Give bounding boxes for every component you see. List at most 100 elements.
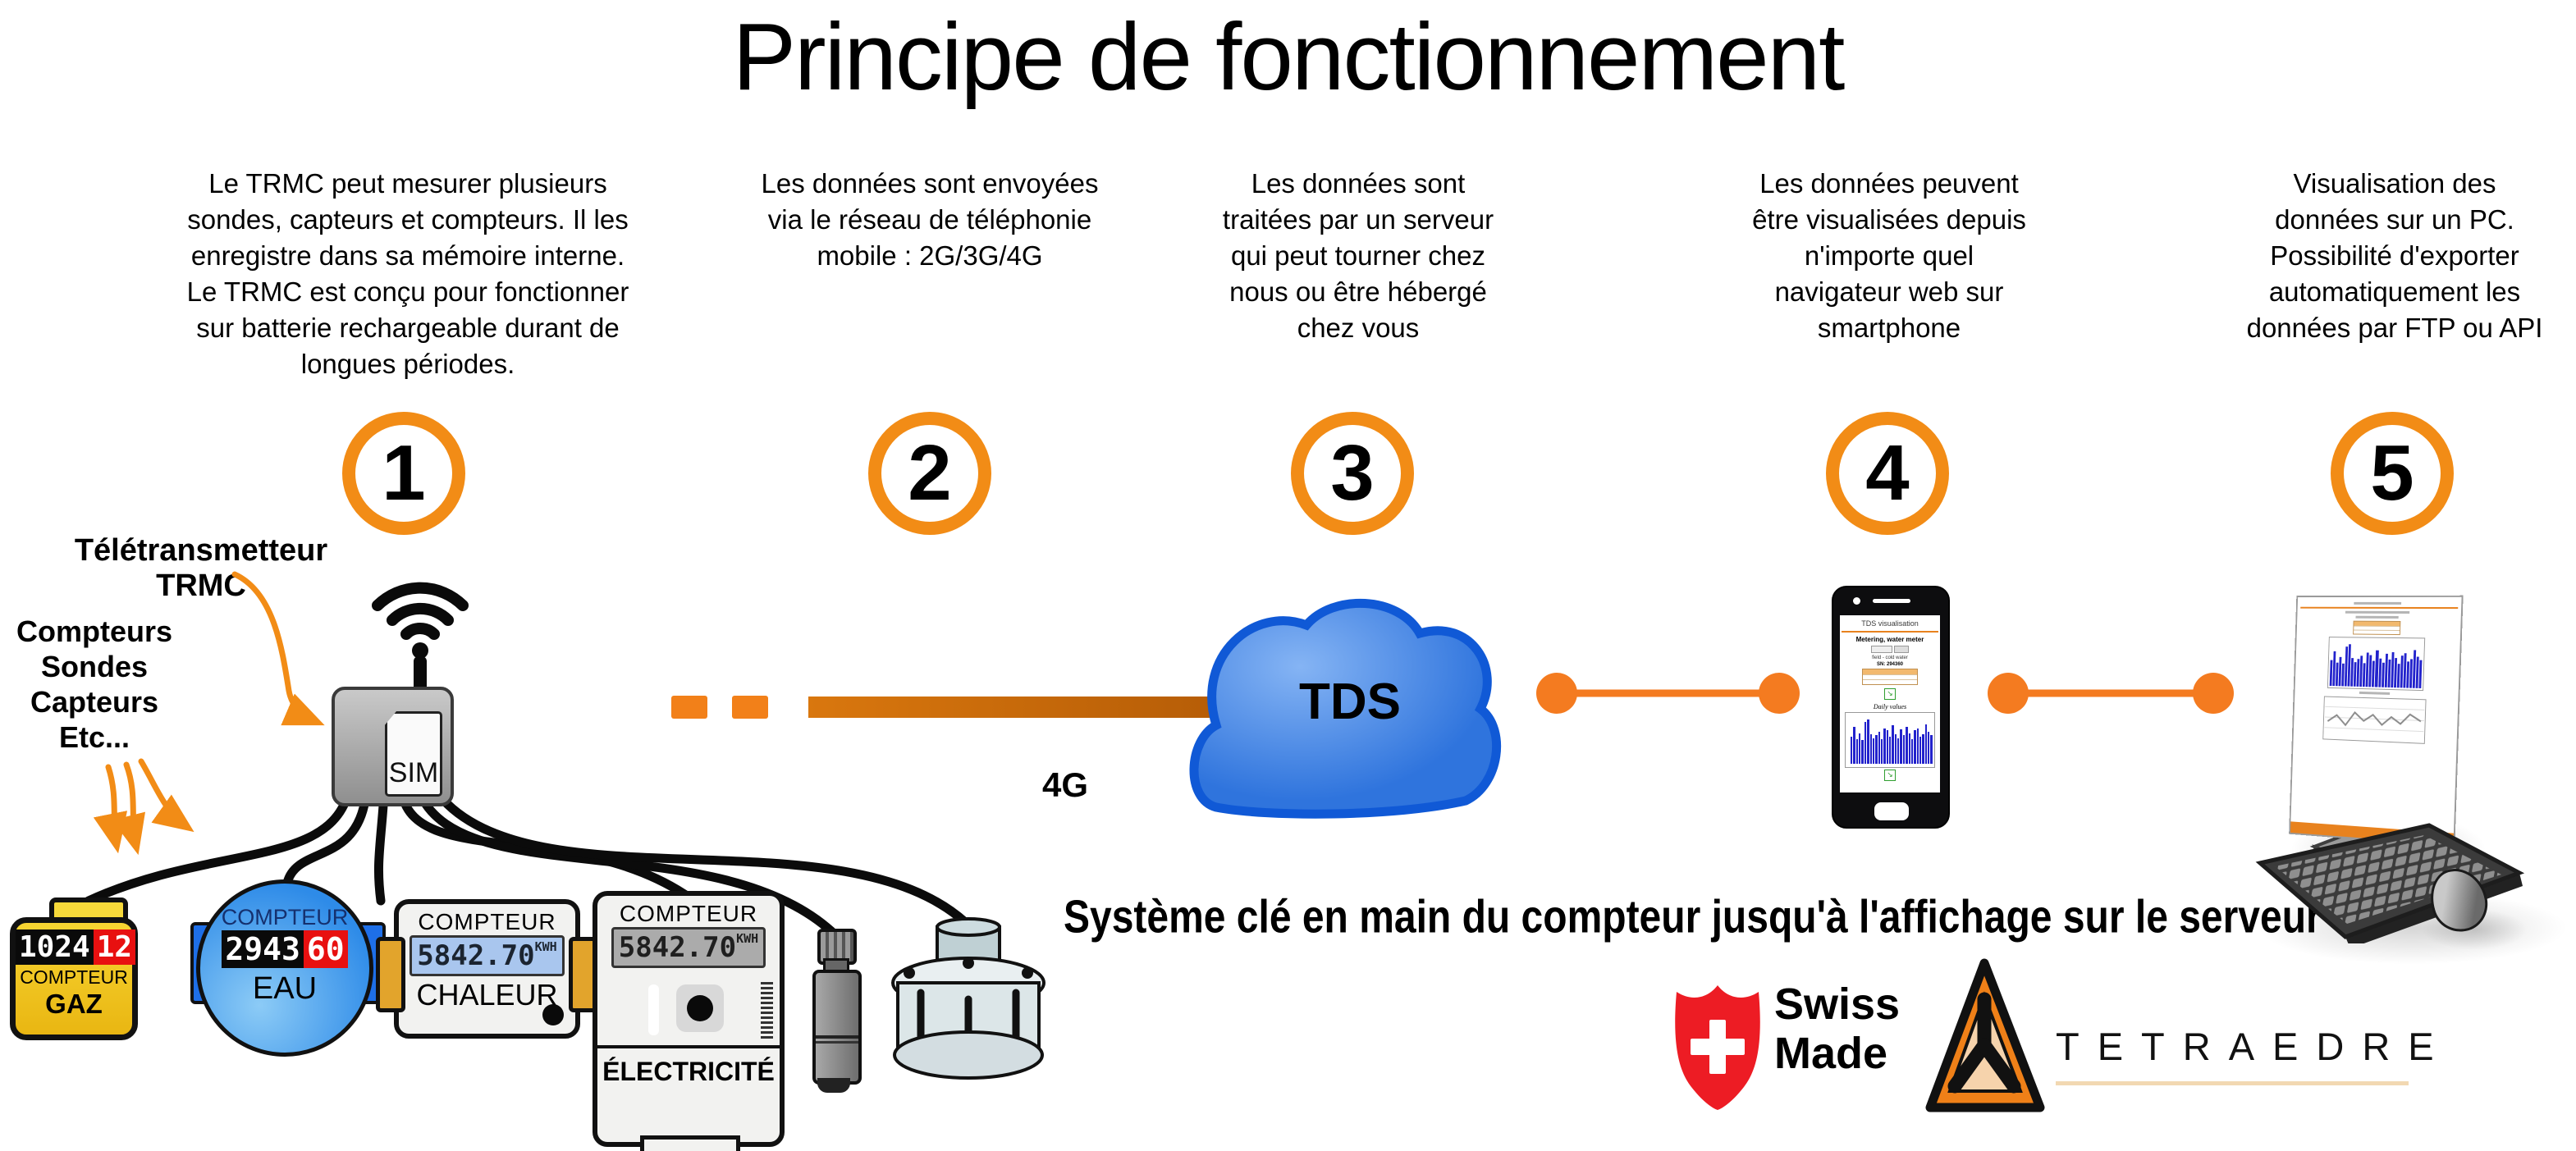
chart-bar — [1869, 734, 1872, 764]
phone-header-rule — [1842, 631, 1938, 633]
chart-bar — [1867, 719, 1869, 764]
chart-bar — [1916, 728, 1919, 764]
heat-meter-button — [542, 1004, 564, 1025]
electricity-meter-lcd: 5842.70KWH — [611, 927, 766, 968]
phone-info-line: field - cold water — [1872, 655, 1908, 660]
csv-export-icon[interactable]: ↘ — [1884, 770, 1896, 781]
sources-arrow-2 — [112, 761, 146, 856]
cloud-label: TDS — [1299, 674, 1401, 730]
page-title: Principe de fonctionnement — [732, 3, 1846, 110]
pc-bar-chart — [2327, 637, 2426, 692]
phone-app-title: TDS visualisation — [1861, 619, 1919, 628]
heat-meter: COMPTEUR 5842.70KWH CHALEUR — [376, 899, 598, 1039]
sim-card: SIM — [385, 711, 442, 797]
cloud-icon — [1189, 598, 1502, 819]
chart-bar — [1855, 739, 1859, 764]
phone-home-button[interactable] — [1874, 802, 1909, 820]
probe-tip — [817, 1078, 850, 1093]
step-2-badge: 2 — [868, 412, 991, 535]
step-5-description: Visualisation des données sur un PC. Pos… — [2246, 168, 2543, 343]
step-3-badge: 3 — [1291, 412, 1414, 535]
phone-data-table — [1862, 669, 1918, 685]
gas-meter-type: GAZ — [45, 989, 103, 1019]
water-meter-type: EAU — [252, 971, 318, 1006]
electricity-meter-label: COMPTEUR — [619, 901, 758, 926]
electricity-lcd-value: 5842.70 — [618, 931, 737, 964]
chart-bar — [1894, 734, 1897, 764]
electricity-meter-divider — [597, 1045, 780, 1048]
phone-form-button[interactable] — [1894, 646, 1909, 653]
pc-header-rule — [2300, 606, 2459, 610]
transmitter-arrow — [231, 571, 325, 726]
sources-arrow-3 — [138, 758, 194, 833]
smartphone: TDS visualisation Metering, water meter … — [1832, 586, 1950, 829]
antenna — [414, 656, 427, 696]
phone-screen: TDS visualisation Metering, water meter … — [1840, 615, 1940, 792]
connector-dots — [1536, 673, 2234, 714]
chart-bar — [1910, 739, 1914, 764]
step-2-description: Les données sont envoyées via le réseau … — [761, 168, 1099, 271]
phone-table-row — [1863, 674, 1917, 679]
trmc-device: SIM — [332, 687, 454, 806]
sources-arrow-1 — [93, 764, 128, 854]
phone-table-row — [1863, 679, 1917, 684]
transmitter-label: Télétransmetteur TRMC — [74, 533, 328, 603]
chart-bar — [1930, 735, 1933, 764]
phone-serial: SN: 294360 — [1876, 662, 1904, 667]
keyboard[interactable] — [2247, 820, 2534, 943]
chart-bar — [1886, 730, 1889, 764]
annotation-arrows — [93, 571, 325, 856]
sim-label: SIM — [388, 757, 439, 788]
chart-bar — [1900, 729, 1902, 764]
cylinder-sensor — [891, 917, 1045, 1080]
cable-cylinder — [433, 789, 970, 927]
cable-gaz — [84, 789, 353, 906]
gas-digits-black: 1024 — [16, 929, 94, 965]
pc-monitor — [2289, 595, 2464, 847]
wifi-icon — [372, 582, 469, 640]
water-digits-black: 2943 — [222, 930, 304, 968]
csv-export-icon[interactable]: ↘ — [1884, 688, 1896, 700]
wifi-dot — [412, 642, 428, 659]
probe-body — [812, 970, 862, 1085]
pc-data-table — [2353, 620, 2401, 636]
probe-sensor — [811, 929, 862, 1097]
phone-form[interactable] — [1840, 646, 1940, 653]
chart-bar — [1914, 730, 1916, 764]
chart-bar — [1880, 739, 1883, 764]
electricity-meter-type: ÉLECTRICITÉ — [602, 1057, 775, 1086]
tetraedre-label: TETRAEDRE — [2056, 1025, 2452, 1068]
chart-bar — [1892, 725, 1894, 764]
gas-digits-red: 12 — [93, 929, 136, 965]
chart-bar — [2418, 660, 2423, 688]
electricity-meter-base — [640, 1135, 740, 1151]
phone-bar-chart — [1845, 712, 1935, 768]
chart-bar — [1859, 733, 1861, 764]
swiss-made-shield-icon — [1675, 985, 1760, 1110]
tagline: Système clé en main du compteur jusqu'à … — [1064, 892, 2322, 943]
chart-bar — [1924, 724, 1928, 764]
water-meter-label: COMPTEUR — [221, 905, 349, 929]
step-4-description: Les données peuvent être visualisées dep… — [1752, 168, 2026, 343]
pc-page-title-bar — [2354, 601, 2402, 605]
electricity-meter-button-pad — [676, 984, 724, 1032]
phone-chart-title: Daily values — [1873, 703, 1907, 710]
phone-camera-icon — [1853, 597, 1860, 605]
network-label: 4G — [1042, 765, 1089, 804]
chart-bar — [1851, 737, 1853, 764]
chart-bar — [1922, 734, 1924, 764]
phone-speaker — [1873, 599, 1910, 603]
gas-meter-label: COMPTEUR — [20, 966, 128, 988]
pc-line-chart — [2322, 696, 2427, 744]
tetraedre-icon — [1925, 958, 2045, 1112]
chart-bar — [1878, 732, 1880, 764]
chart-bar — [1875, 735, 1878, 764]
sources-label: Compteurs Sondes Capteurs Etc... — [16, 614, 173, 754]
phone-heading: Metering, water meter — [1855, 636, 1924, 643]
electricity-meter-barcode — [761, 980, 773, 1039]
phone-form-input[interactable] — [1871, 646, 1892, 653]
water-digits-red: 60 — [303, 930, 348, 968]
